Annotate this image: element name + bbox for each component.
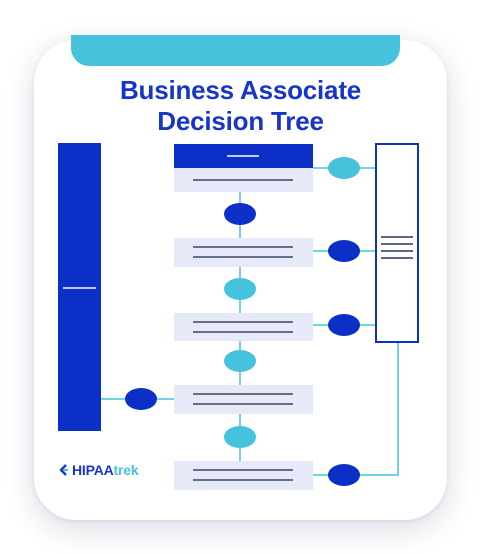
oval-q4-left xyxy=(125,388,157,410)
oval-q1-right xyxy=(328,157,360,179)
decision-box-3-rect xyxy=(174,313,313,341)
chevron-arrow-icon xyxy=(59,464,69,476)
title-line-2: Decision Tree xyxy=(157,106,324,136)
decision-box-4 xyxy=(174,385,313,414)
oval-q3-q4 xyxy=(224,350,256,372)
left-bar-rect xyxy=(58,143,101,431)
oval-q2-q3 xyxy=(224,278,256,300)
header-tab xyxy=(71,35,400,66)
oval-q4-q5 xyxy=(224,426,256,448)
decision-box-2 xyxy=(174,238,313,267)
left-outcome-bar xyxy=(58,143,101,431)
oval-q5-right xyxy=(328,464,360,486)
logo-text-hipaa: HIPAA xyxy=(72,462,114,478)
oval-q3-right xyxy=(328,314,360,336)
oval-q2-right xyxy=(328,240,360,262)
decision-box-5 xyxy=(174,461,313,490)
decision-box-3 xyxy=(174,313,313,341)
connector-ovals xyxy=(125,157,360,486)
link-q5-right xyxy=(312,343,399,476)
title-line-1: Business Associate xyxy=(119,75,362,105)
logo-text-trek: trek xyxy=(113,462,139,478)
right-outcome-box xyxy=(375,143,419,343)
decision-box-1 xyxy=(174,144,313,192)
decision-box-4-rect xyxy=(174,385,313,414)
right-box-rect xyxy=(375,143,419,343)
oval-q1-q2 xyxy=(224,203,256,225)
decision-box-5-rect xyxy=(174,461,313,490)
decision-box-2-rect xyxy=(174,238,313,267)
